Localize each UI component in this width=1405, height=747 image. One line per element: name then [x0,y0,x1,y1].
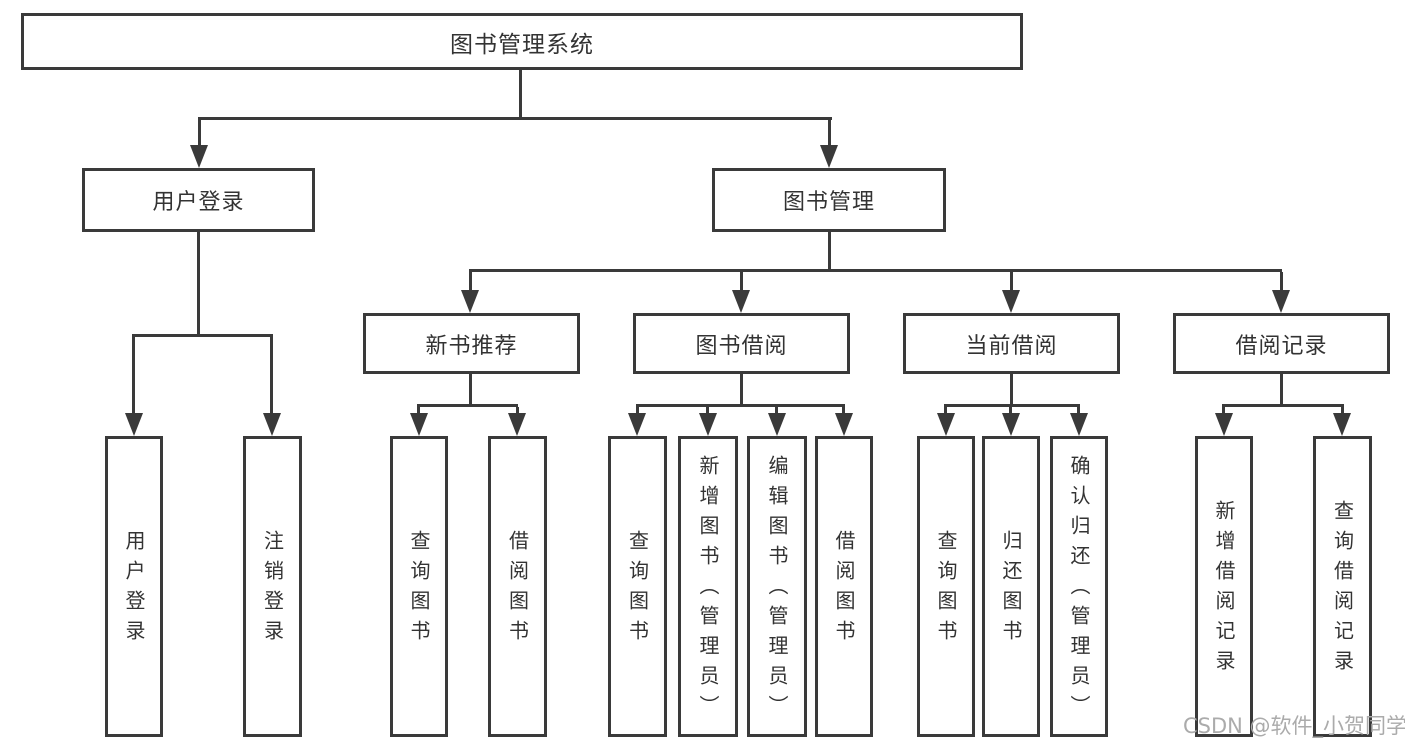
leaf-return-books: 归还图书 [982,436,1040,737]
connector-line [740,374,743,405]
connector-line [1077,407,1080,415]
node-book-management: 图书管理 [712,168,946,232]
connector-line [469,272,472,292]
arrow-down-icon [1002,290,1020,313]
arrow-down-icon [937,413,955,436]
leaf-query-books-current: 查询图书 [917,436,975,737]
connector-line [1009,407,1012,415]
leaf-add-book-admin: 新增图书（管理员） [678,436,738,737]
connector-line [519,70,522,118]
node-current-borrowing: 当前借阅 [903,313,1120,374]
arrow-down-icon [1333,413,1351,436]
node-user-login: 用户登录 [82,168,315,232]
arrow-down-icon [190,145,208,168]
leaf-edit-book-admin: 编辑图书（管理员） [747,436,807,737]
connector-line [132,334,273,337]
connector-line [1010,272,1013,292]
arrow-down-icon [1002,413,1020,436]
connector-line [1280,272,1283,292]
connector-line [198,120,201,147]
connector-line [270,337,273,416]
connector-line [944,407,947,415]
connector-line [775,407,778,415]
connector-line [1341,407,1344,415]
leaf-confirm-return-admin: 确认归还（管理员） [1050,436,1108,737]
arrow-down-icon [835,413,853,436]
arrow-down-icon [732,290,750,313]
arrow-down-icon [628,413,646,436]
node-book-borrowing: 图书借阅 [633,313,850,374]
leaf-query-borrow-record: 查询借阅记录 [1313,436,1372,737]
arrow-down-icon [410,413,428,436]
connector-line [828,120,831,147]
arrow-down-icon [125,413,143,436]
connector-line [132,337,135,416]
connector-line [198,117,832,120]
leaf-add-borrow-record: 新增借阅记录 [1195,436,1253,737]
connector-line [636,407,639,415]
leaf-borrow-books: 借阅图书 [815,436,873,737]
arrow-down-icon [1070,413,1088,436]
arrow-down-icon [699,413,717,436]
leaf-borrow-books-recommend: 借阅图书 [488,436,547,737]
arrow-down-icon [461,290,479,313]
connector-line [1010,374,1013,405]
connector-line [417,404,518,407]
connector-line [516,407,519,415]
connector-line [1222,407,1225,415]
connector-line [1280,374,1283,405]
connector-line [828,232,831,270]
leaf-logout: 注销登录 [243,436,302,737]
node-library-management-system: 图书管理系统 [21,13,1023,70]
arrow-down-icon [820,145,838,168]
connector-line [842,407,845,415]
leaf-query-books-borrow: 查询图书 [608,436,667,737]
node-borrow-records: 借阅记录 [1173,313,1390,374]
connector-line [469,269,1282,272]
arrow-down-icon [508,413,526,436]
connector-line [197,232,200,335]
connector-line [944,404,1080,407]
connector-line [740,272,743,292]
connector-line [417,407,420,415]
connector-line [1222,404,1344,407]
leaf-query-books-recommend: 查询图书 [390,436,448,737]
node-new-book-recommend: 新书推荐 [363,313,580,374]
connector-line [706,407,709,415]
leaf-user-login: 用户登录 [105,436,163,737]
csdn-watermark: CSDN @软件_小贺同学 [1183,714,1405,738]
connector-line [636,404,845,407]
arrow-down-icon [768,413,786,436]
arrow-down-icon [1272,290,1290,313]
arrow-down-icon [1215,413,1233,436]
connector-line [469,374,472,405]
arrow-down-icon [263,413,281,436]
